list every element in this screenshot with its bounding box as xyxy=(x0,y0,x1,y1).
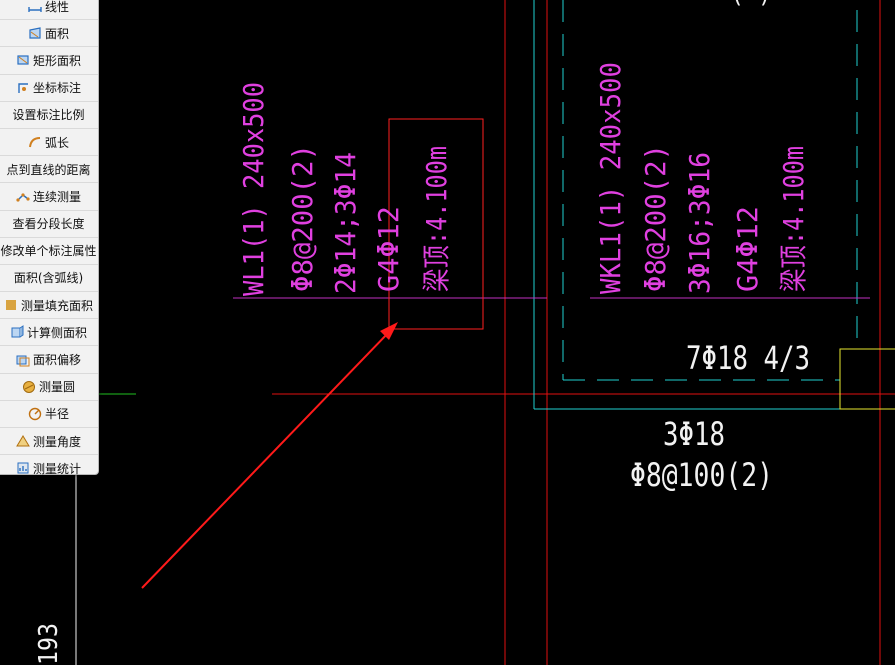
menu-item[interactable]: 测量圆 xyxy=(0,374,98,401)
menu-item-label: 面积(含弧线) xyxy=(13,271,84,286)
menu-item-label: 点到直线的距离 xyxy=(6,162,91,177)
menu-item[interactable]: 连续测量 xyxy=(0,183,98,211)
area-icon xyxy=(28,26,42,40)
measure-tool-menu: 线性面积矩形面积坐标标注设置标注比例弧长点到直线的距离连续测量查看分段长度修改单… xyxy=(0,0,99,476)
menu-item[interactable]: 面积(含弧线) xyxy=(0,265,98,293)
beam-left-line1: WL1(1) 240x500 xyxy=(237,82,270,296)
menu-item[interactable]: 设置标注比例 xyxy=(0,102,98,129)
fill-area-icon xyxy=(4,298,18,312)
menu-item[interactable]: 查看分段长度 xyxy=(0,211,98,238)
menu-item-label: 测量统计 xyxy=(32,461,81,476)
menu-item-label: 面积偏移 xyxy=(32,353,81,368)
menu-item[interactable]: 点到直线的距离 xyxy=(0,156,98,184)
coordinate-icon xyxy=(16,81,30,95)
menu-item-label: 线性 xyxy=(44,0,69,14)
beam-label-left[interactable]: WL1(1) 240x500 Φ8@200(2) 2Φ14;3Φ14 G4Φ12… xyxy=(237,82,453,296)
menu-item-label: 测量角度 xyxy=(32,434,81,449)
selection-highlight-box xyxy=(388,118,484,330)
beam-left-line2: Φ8@200(2) xyxy=(286,144,319,292)
menu-item-label: 设置标注比例 xyxy=(12,108,85,123)
rebar-bottom-label-1[interactable]: 3Φ18 xyxy=(663,415,725,453)
continuous-measure-icon xyxy=(16,189,30,203)
statistics-icon xyxy=(16,461,30,475)
menu-item[interactable]: 测量填充面积 xyxy=(0,292,98,320)
menu-item[interactable]: 弧长 xyxy=(0,129,98,157)
menu-item-label: 连续测量 xyxy=(32,189,81,204)
angle-icon xyxy=(16,434,30,448)
beam-left-line3: 2Φ14;3Φ14 xyxy=(329,152,362,294)
beam-right-line4: G4Φ12 xyxy=(731,206,764,292)
circle-measure-icon xyxy=(22,380,36,394)
side-area-icon xyxy=(10,325,24,339)
menu-item[interactable]: 面积偏移 xyxy=(0,346,98,374)
menu-item-label: 查看分段长度 xyxy=(12,217,85,232)
menu-item[interactable]: 线性 xyxy=(0,0,98,21)
menu-item[interactable]: 半径 xyxy=(0,401,98,428)
linear-measure-icon xyxy=(28,0,42,13)
top-text-fragment: ( ) xyxy=(730,0,772,9)
beam-left-line5: 梁顶:4.100m xyxy=(420,146,453,292)
beam-right-line3: 3Φ16;3Φ16 xyxy=(683,152,716,294)
menu-item-label: 矩形面积 xyxy=(32,53,81,68)
rect-area-icon xyxy=(16,53,30,67)
menu-item[interactable]: 修改单个标注属性 xyxy=(0,238,98,265)
menu-item[interactable]: 测量角度 xyxy=(0,428,98,456)
menu-item[interactable]: 面积 xyxy=(0,20,98,48)
menu-item-label: 面积 xyxy=(44,26,69,41)
beam-label-right[interactable]: WKL1(1) 240x500 Φ8@200(2) 3Φ16;3Φ16 G4Φ1… xyxy=(594,62,810,294)
menu-item-label: 修改单个标注属性 xyxy=(0,244,97,259)
beam-right-line1: WKL1(1) 240x500 xyxy=(594,62,627,294)
menu-item-label: 测量圆 xyxy=(38,380,75,395)
menu-item-label: 计算侧面积 xyxy=(26,325,87,340)
menu-item[interactable]: 测量统计 xyxy=(0,455,98,481)
menu-item-label: 坐标标注 xyxy=(32,81,81,96)
menu-item[interactable]: 坐标标注 xyxy=(0,75,98,102)
beam-left-line4: G4Φ12 xyxy=(372,206,405,292)
beam-right-line5: 梁顶:4.100m xyxy=(777,146,810,292)
menu-item-label: 弧长 xyxy=(44,135,69,150)
column-section-yellow xyxy=(839,348,895,410)
annotation-arrow xyxy=(141,329,392,589)
beam-right-line2: Φ8@200(2) xyxy=(639,144,672,292)
arc-length-icon xyxy=(28,135,42,149)
menu-item[interactable]: 矩形面积 xyxy=(0,47,98,75)
menu-item[interactable]: 计算侧面积 xyxy=(0,319,98,347)
radius-icon xyxy=(28,407,42,421)
menu-item-label: 半径 xyxy=(44,407,69,422)
dimension-label: 193 xyxy=(34,623,64,665)
rebar-top-label[interactable]: 7Φ18 4/3 xyxy=(686,339,810,377)
arrow-head xyxy=(380,322,398,340)
rebar-bottom-label-2[interactable]: Φ8@100(2) xyxy=(630,456,773,494)
menu-item-label: 测量填充面积 xyxy=(20,298,93,313)
area-offset-icon xyxy=(16,353,30,367)
